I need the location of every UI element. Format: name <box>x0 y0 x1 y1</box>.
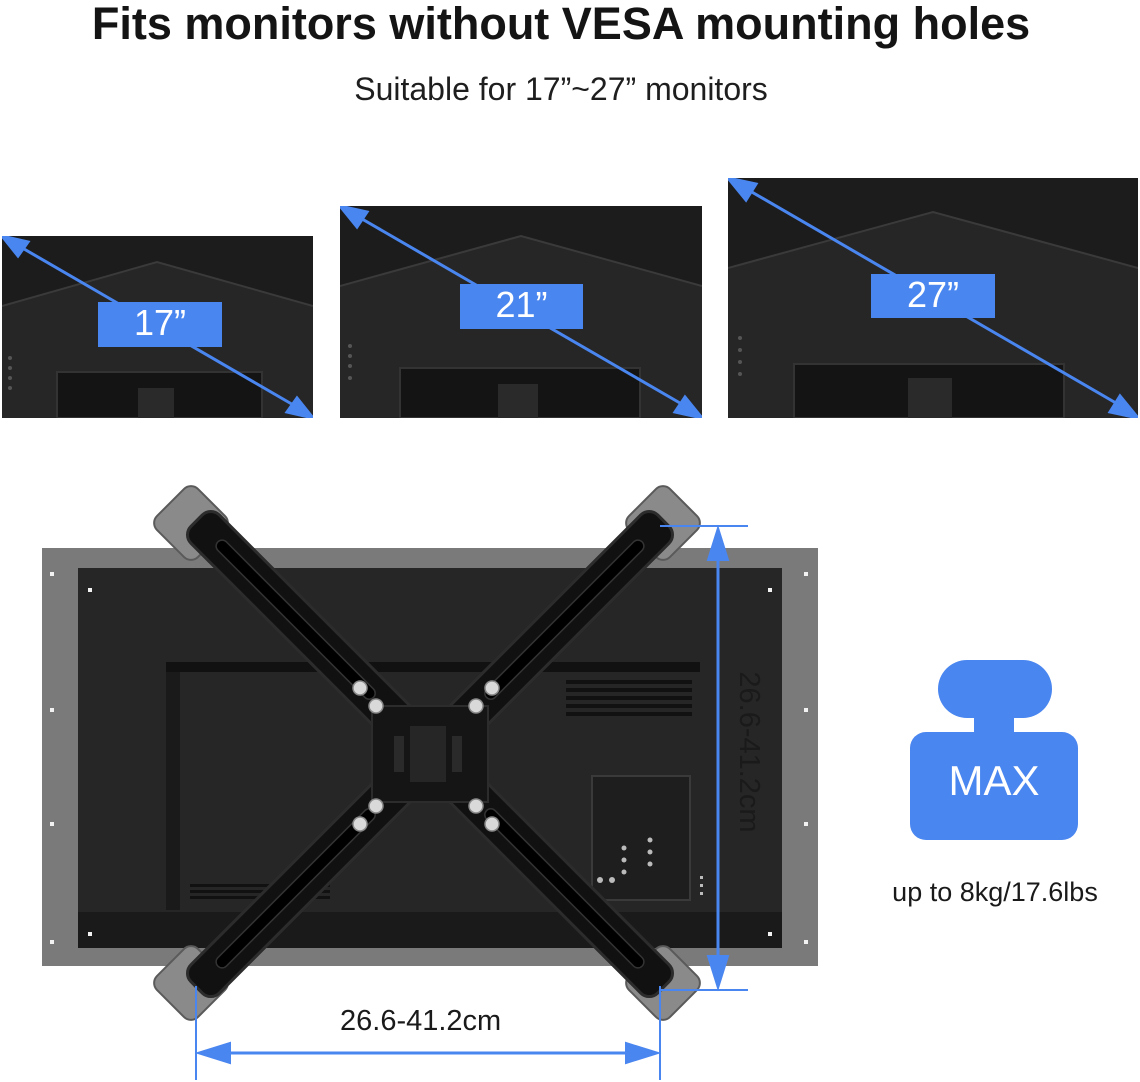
dimension-lines <box>194 524 748 1080</box>
weight-icon <box>910 660 1078 840</box>
bracket-arms <box>153 485 701 1021</box>
monitor-21-thumbnail: 21” <box>340 206 702 418</box>
headline: Fits monitors without VESA mounting hole… <box>91 0 1031 49</box>
monitor-17-thumbnail: 17” <box>2 236 313 418</box>
vertical-dimension-label: 26.6-41.2cm <box>733 671 765 833</box>
weight-max-label: MAX <box>948 757 1040 804</box>
horizontal-dimension-label: 26.6-41.2cm <box>340 1005 502 1037</box>
monitor-back-illustration <box>728 178 1138 418</box>
bracket-mount-diagram <box>42 485 818 1080</box>
monitor-21-size-label: 21” <box>460 284 583 329</box>
weight-capacity-caption: up to 8kg/17.6lbs <box>892 877 1098 907</box>
subheadline: Suitable for 17”~27” monitors <box>354 71 768 107</box>
monitor-27-thumbnail: 27” <box>728 178 1138 418</box>
monitor-27-size-label: 27” <box>871 274 995 318</box>
monitor-17-size-label: 17” <box>98 302 222 347</box>
